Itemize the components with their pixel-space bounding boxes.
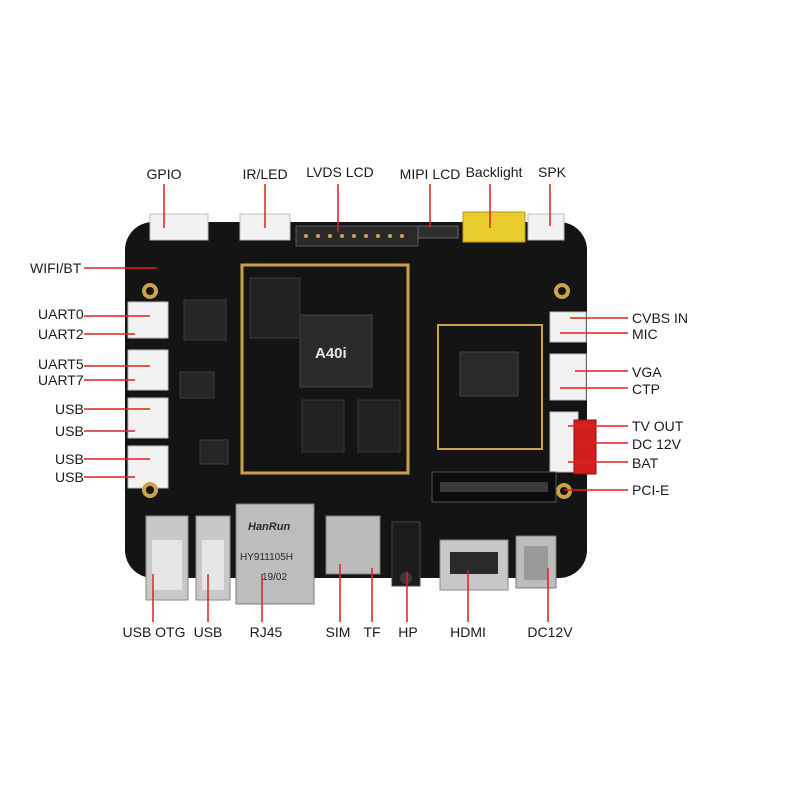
label-cvbs-in: CVBS IN	[632, 310, 689, 326]
gpio-connector	[149, 213, 209, 241]
label-mipi-lcd: MIPI LCD	[399, 166, 461, 182]
power-red-connector	[573, 419, 597, 475]
label-uart7: UART7	[38, 372, 84, 388]
label-usb-otg: USB OTG	[122, 624, 186, 640]
label-mic: MIC	[632, 326, 658, 342]
label-usb-1: USB	[55, 401, 84, 417]
uart5-connector	[127, 349, 169, 391]
label-pci-e: PCI-E	[632, 482, 670, 498]
label-tf: TF	[363, 624, 381, 640]
label-ctp: CTP	[632, 381, 660, 397]
ethernet-brand-text: HanRun	[248, 521, 290, 533]
ethernet-model-text: HY911105H	[240, 552, 293, 563]
label-usb-2: USB	[55, 423, 84, 439]
label-uart0: UART0	[38, 306, 84, 322]
rj45-jack	[235, 503, 315, 605]
soc-brand-text: A40i	[315, 345, 347, 362]
wifi-module	[183, 299, 227, 341]
cvbs-mic-connector	[549, 311, 587, 343]
core-module-frame	[240, 263, 410, 475]
mipi-connector	[417, 225, 459, 239]
label-wifi-bt: WIFI/BT	[30, 260, 82, 276]
label-dc12v-bottom: DC12V	[527, 624, 573, 640]
label-gpio: GPIO	[146, 166, 182, 182]
aux-module-frame	[437, 324, 543, 450]
label-uart5: UART5	[38, 356, 84, 372]
label-hp: HP	[398, 624, 418, 640]
aux-module-chip	[459, 351, 519, 397]
ethernet-date-text: 19/02	[262, 572, 287, 583]
label-rj45: RJ45	[249, 624, 283, 640]
label-usb-bottom: USB	[193, 624, 223, 640]
label-lvds-lcd: LVDS LCD	[306, 164, 374, 180]
label-vga: VGA	[632, 364, 662, 380]
usb-header-1	[127, 397, 169, 439]
core-memory-3	[357, 399, 401, 453]
label-tv-out: TV OUT	[632, 418, 684, 434]
spk-connector	[527, 213, 565, 241]
core-soc-chip	[299, 314, 373, 388]
label-uart2: UART2	[38, 326, 84, 342]
lvds-pins	[304, 234, 404, 238]
usb-header-2	[127, 445, 169, 489]
core-memory-2	[301, 399, 345, 453]
lvds-header	[295, 225, 419, 247]
label-hdmi: HDMI	[450, 624, 486, 640]
label-usb-4: USB	[55, 469, 84, 485]
leader-lines	[84, 184, 628, 622]
core-memory-1	[249, 277, 301, 339]
label-bat: BAT	[632, 455, 659, 471]
label-sim: SIM	[325, 624, 351, 640]
label-spk: SPK	[537, 164, 567, 180]
label-backlight: Backlight	[465, 164, 523, 180]
uart0-connector	[127, 301, 169, 339]
chip-left-mid	[179, 371, 215, 399]
chip-left-low	[199, 439, 229, 465]
sim-slot	[325, 515, 381, 575]
label-ir-led: IR/LED	[242, 166, 288, 182]
label-usb-3: USB	[55, 451, 84, 467]
vga-ctp-connector	[549, 353, 587, 401]
label-dc-12v: DC 12V	[632, 436, 682, 452]
backlight-connector	[462, 211, 526, 243]
